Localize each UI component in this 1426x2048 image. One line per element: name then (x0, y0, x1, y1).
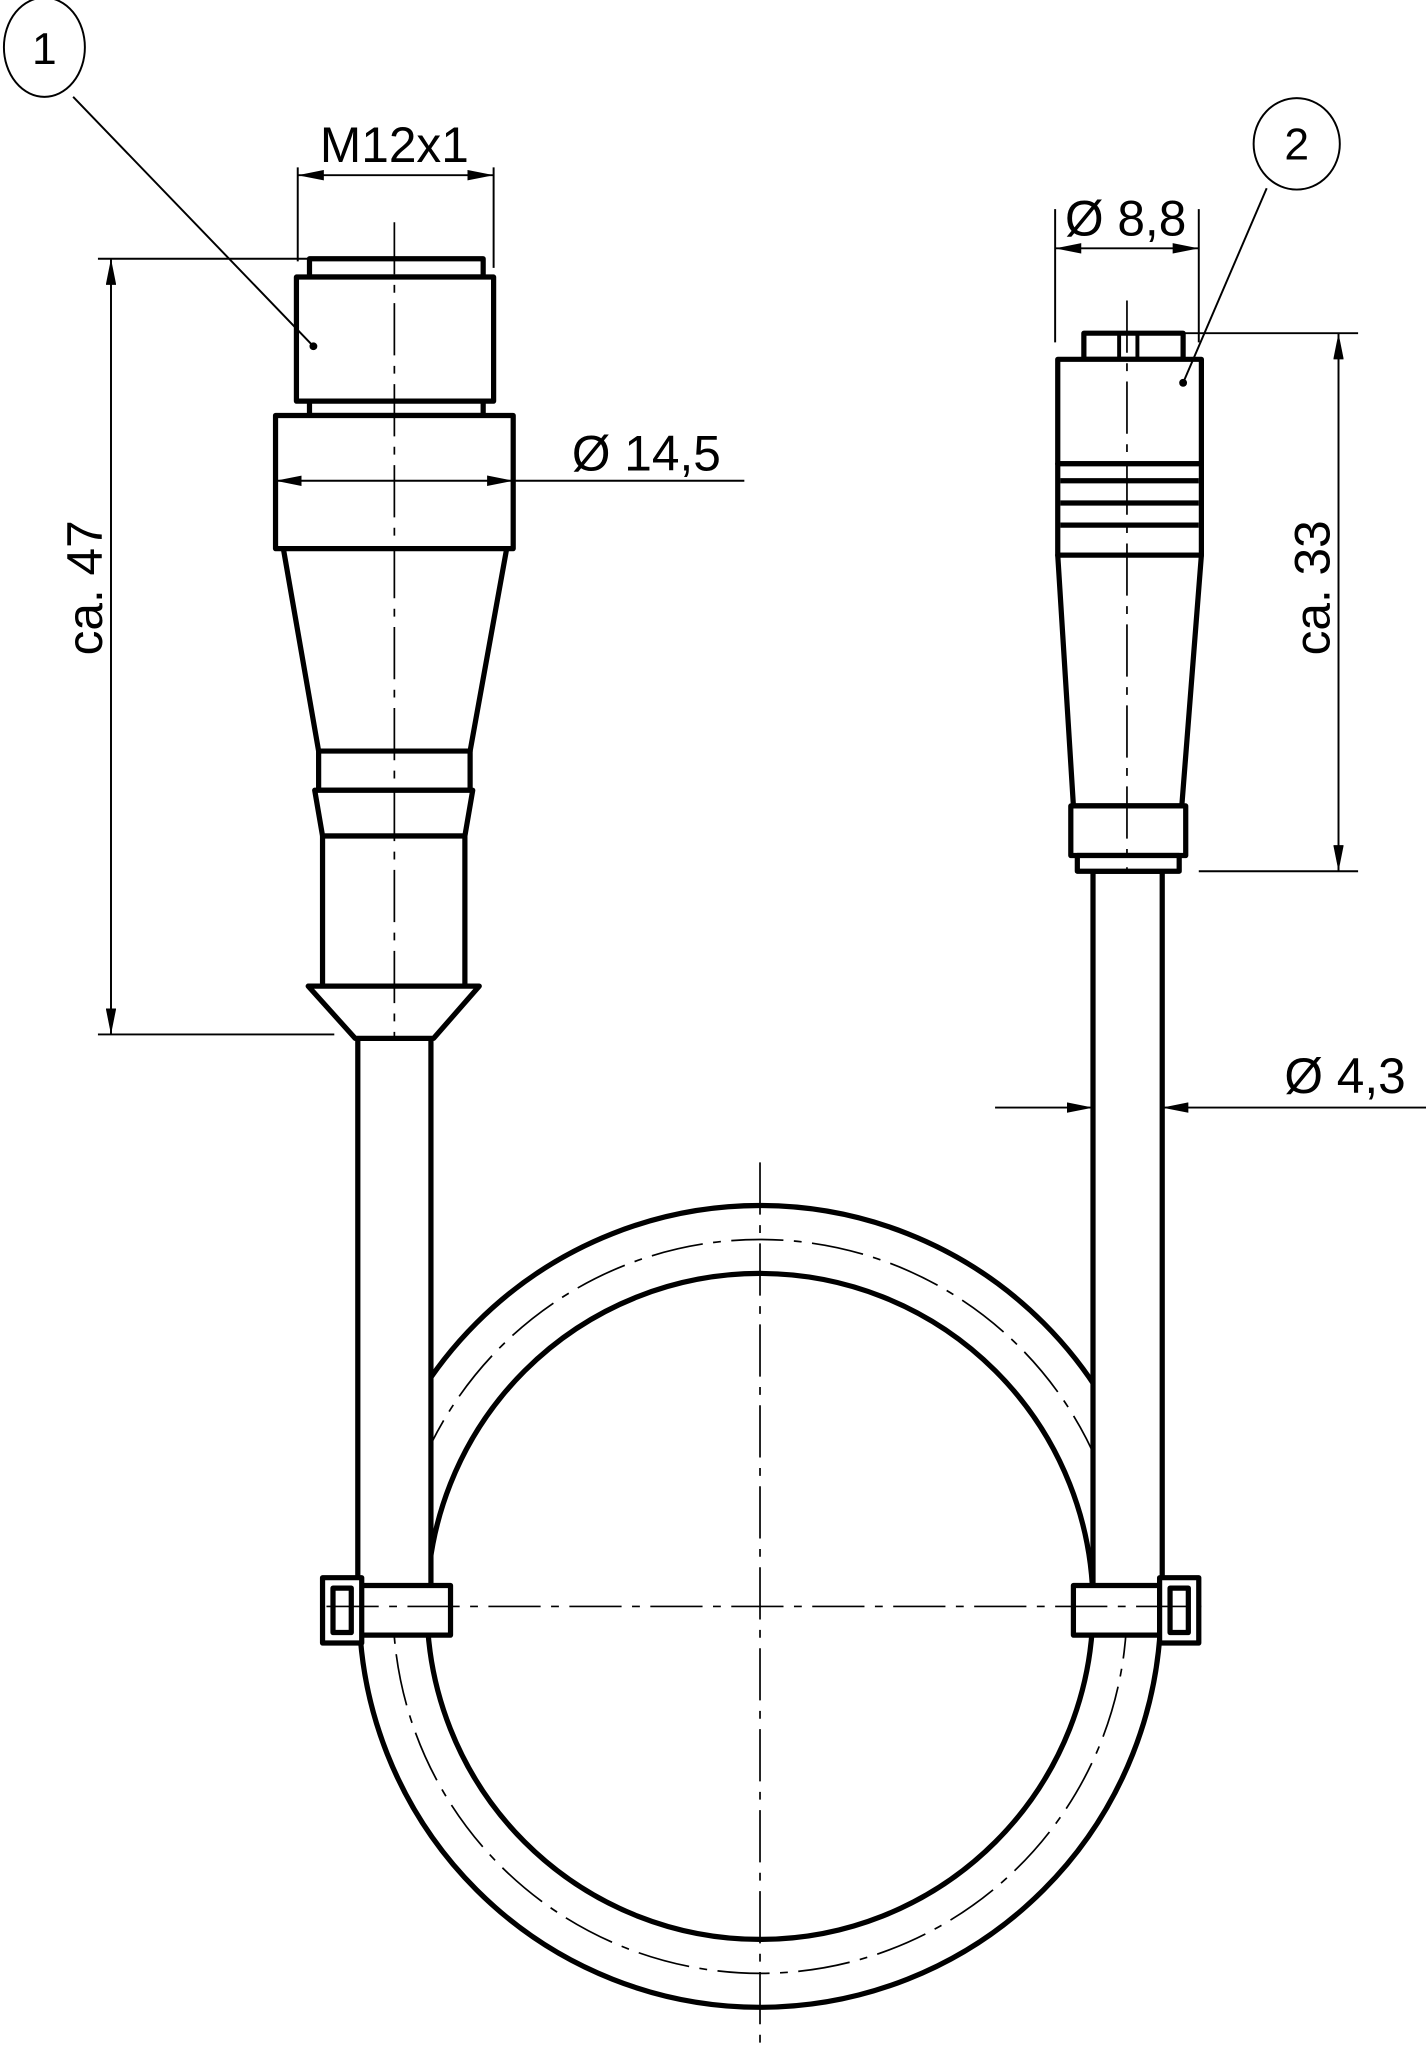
callout-2-label: 2 (1284, 121, 1309, 170)
dimension-diameter-nut-1-label: Ø 14,5 (572, 425, 721, 481)
callout-2: 2 (1179, 97, 1341, 387)
cable-clip-left (319, 1575, 454, 1646)
dimension-thread-label: M12x1 (320, 117, 469, 173)
dimension-thread: M12x1 (296, 117, 495, 268)
dimension-cable-diameter-label: Ø 4,3 (1284, 1048, 1405, 1104)
callout-1: 1 (2, 0, 318, 351)
callout-1-label: 1 (32, 25, 57, 74)
dimension-diameter-2-label: Ø 8,8 (1065, 190, 1186, 246)
dimension-length-2: ca. 33 (1183, 332, 1359, 873)
dimension-length-1-label: ca. 47 (57, 520, 113, 655)
dimension-length-1: ca. 47 (57, 257, 335, 1036)
cable-clip-right (1070, 1575, 1202, 1646)
cable-left (355, 1035, 434, 1616)
connector-2 (1055, 300, 1205, 874)
dimension-diameter-nut-1: Ø 14,5 (275, 425, 745, 486)
dimension-diameter-2: Ø 8,8 (1054, 190, 1200, 343)
dimension-cable-diameter: Ø 4,3 (995, 1048, 1426, 1113)
dimension-length-2-label: ca. 33 (1284, 520, 1340, 655)
cable-right (1090, 868, 1165, 1616)
